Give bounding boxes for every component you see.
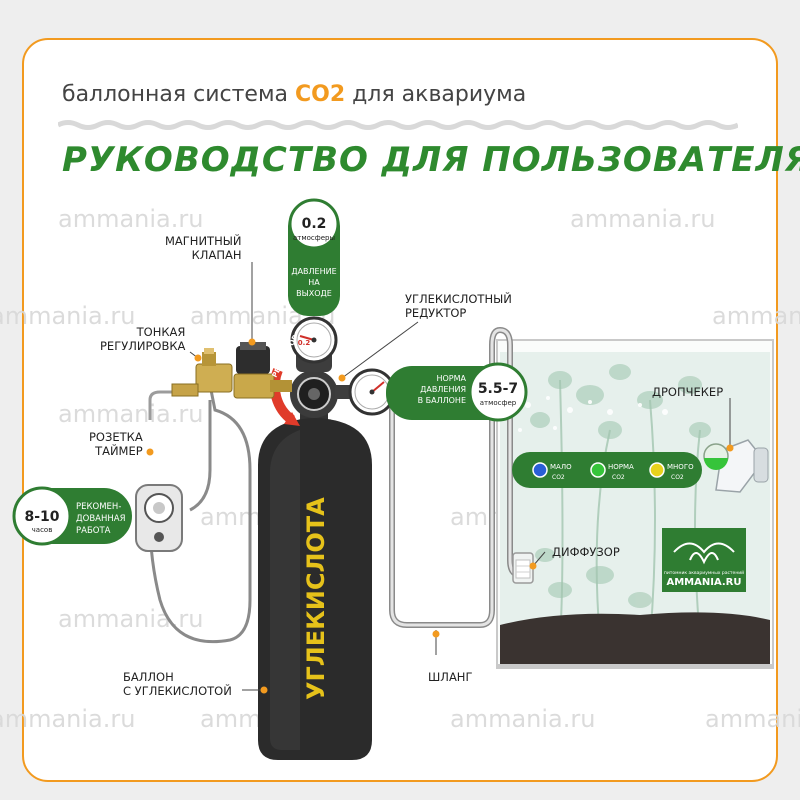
watermark: ammania.ru [0, 705, 136, 733]
logo-name: AMMANIA.RU [666, 577, 741, 588]
output-pressure-unit: атмосферы [293, 234, 335, 242]
diffuser-label: ДИФФУЗОР [552, 545, 620, 559]
cylinder-label-line1: БАЛЛОН [123, 670, 174, 684]
needle-valve-label: ТОНКАЯ РЕГУЛИРОВКА [100, 325, 185, 353]
co2-normal-sub: CO2 [612, 474, 625, 481]
reducer-label-line2: РЕДУКТОР [405, 306, 467, 320]
page-title: РУКОВОДСТВО ДЛЯ ПОЛЬЗОВАТЕЛЯ [62, 140, 800, 180]
watermark: ammania.ru [58, 605, 204, 633]
cylinder-text: УГЛЕКИСЛОТА [302, 497, 330, 700]
subtitle-text-end: для аквариума [345, 82, 527, 107]
cylinder-pressure-caption-1: НОРМА [436, 374, 466, 383]
cylinder-pressure-value: 5.5-7 [478, 381, 518, 397]
solenoid-label: МАГНИТНЫЙ КЛАПАН [165, 234, 241, 262]
timer-value: 8-10 [24, 509, 59, 525]
watermark: ammania.ru [570, 205, 716, 233]
timer-socket [135, 484, 183, 552]
cylinder-label-line2: С УГЛЕКИСЛОТОЙ [123, 684, 232, 698]
co2-normal-label: НОРМА [608, 463, 634, 471]
aquarium [496, 339, 774, 669]
hose-label: ШЛАНГ [428, 670, 473, 684]
needle-valve [171, 348, 233, 397]
co2-high-dot [649, 462, 665, 478]
watermark: ammania.ru [58, 205, 204, 233]
regulator-arrow-text: РЕГУЛЯТОР [271, 334, 300, 379]
cylinder-pressure-unit: атмосфер [480, 399, 517, 407]
timer-caption-1: РЕКОМЕН- [76, 502, 121, 512]
output-pressure-value: 0.2 [302, 216, 327, 232]
diffuser [512, 552, 534, 584]
timer-panel [12, 486, 132, 546]
watermark: ammania.ru [705, 705, 800, 733]
co2-level-panel [512, 452, 702, 488]
needle-valve-label-line1: ТОНКАЯ [136, 325, 186, 339]
output-pressure-caption-2: НА [308, 278, 320, 287]
timer-socket-label: РОЗЕТКА ТАЙМЕР [89, 430, 143, 458]
subtitle-co2: CO2 [295, 82, 346, 107]
watermark: ammania.ru [58, 400, 204, 428]
solenoid-label-line1: МАГНИТНЫЙ [165, 234, 242, 248]
output-pressure-panel [288, 198, 340, 316]
drop-checker [703, 439, 769, 493]
cylinder-pressure-gauge [348, 368, 396, 416]
co2-high-label: МНОГО [667, 463, 694, 471]
co2-high-sub: CO2 [671, 474, 684, 481]
timer-caption-3: РАБОТА [76, 526, 111, 536]
subtitle: баллонная система CO2 для аквариума [62, 82, 526, 107]
timer-caption-2: ДОВАННАЯ [76, 514, 126, 524]
output-pressure-caption-1: ДАВЛЕНИЕ [291, 267, 336, 276]
logo-small-text: питомник аквариумных растений [664, 569, 744, 576]
output-pressure-caption-3: ВЫХОДЕ [296, 289, 332, 298]
reducer-label: УГЛЕКИСЛОТНЫЙ РЕДУКТОР [405, 292, 512, 320]
timer-socket-label-line1: РОЗЕТКА [89, 430, 143, 444]
cylinder-pressure-panel [386, 362, 528, 422]
timer-unit: часов [32, 526, 53, 534]
co2-low-sub: CO2 [552, 474, 565, 481]
gauge-mark: 0.2 [298, 339, 311, 347]
drop-checker-label: ДРОПЧЕКЕР [652, 385, 724, 399]
timer-socket-label-line2: ТАЙМЕР [95, 444, 143, 458]
solenoid-valve [233, 342, 292, 399]
co2-low-label: МАЛО [550, 463, 572, 471]
co2-cylinder [258, 400, 372, 760]
cylinder-label: БАЛЛОН С УГЛЕКИСЛОТОЙ [123, 670, 232, 698]
watermark: ammania.ru [712, 302, 800, 330]
output-pressure-gauge [290, 316, 338, 364]
wave-divider [58, 120, 738, 130]
subtitle-text: баллонная система [62, 82, 296, 107]
ammania-logo [662, 528, 746, 592]
needle-valve-label-line2: РЕГУЛИРОВКА [100, 339, 186, 353]
co2-low-dot [532, 462, 548, 478]
co2-normal-dot [590, 462, 606, 478]
cylinder-pressure-caption-2: ДАВЛЕНИЯ [420, 385, 466, 394]
reducer-label-line1: УГЛЕКИСЛОТНЫЙ [405, 292, 512, 306]
cylinder-pressure-caption-3: В БАЛЛОНЕ [418, 396, 466, 405]
watermark: ammania.ru [450, 705, 596, 733]
watermark: ammania.ru [0, 302, 136, 330]
solenoid-label-line2: КЛАПАН [191, 248, 242, 262]
